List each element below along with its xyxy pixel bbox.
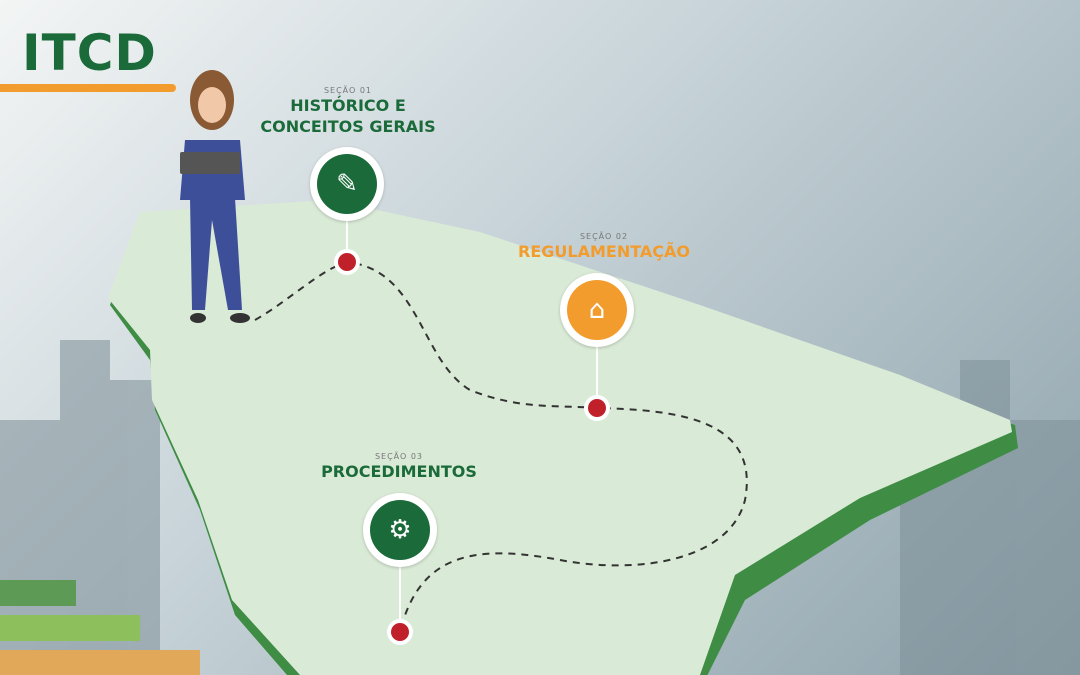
map-marker[interactable] (584, 395, 610, 421)
section-03-button[interactable]: ⚙ (363, 493, 437, 567)
field-strip (0, 650, 200, 675)
section-title: CONCEITOS GERAIS (260, 117, 436, 136)
section-02-button[interactable]: ⌂ (560, 273, 634, 347)
woman-character (180, 70, 250, 323)
gear-cycle-icon: ⚙ (370, 500, 430, 560)
section-02-heading: SEÇÃO 02 REGULAMENTAÇÃO (518, 232, 690, 262)
section-title: HISTÓRICO E (290, 96, 406, 115)
section-number: SEÇÃO 03 (374, 452, 424, 461)
ceara-state-map (108, 200, 1012, 675)
book-quill-icon: ✎ (317, 154, 377, 214)
section-01-button[interactable]: ✎ (310, 147, 384, 221)
connector-line (399, 565, 401, 632)
connector-line (346, 220, 348, 262)
section-number: SEÇÃO 02 (579, 232, 629, 241)
map-marker[interactable] (387, 619, 413, 645)
logo-underline (0, 84, 176, 92)
itcd-logo: ITCD (22, 24, 157, 82)
document-house-icon: ⌂ (567, 280, 627, 340)
section-03-heading: SEÇÃO 03 PROCEDIMENTOS (321, 452, 477, 482)
section-title: REGULAMENTAÇÃO (518, 242, 690, 261)
map-marker[interactable] (334, 249, 360, 275)
connector-line (596, 345, 598, 408)
section-01-heading: SEÇÃO 01 HISTÓRICO E CONCEITOS GERAIS (260, 86, 435, 137)
field-strip (0, 580, 76, 606)
journey-path (254, 260, 748, 633)
field-strip (0, 615, 140, 641)
section-title: PROCEDIMENTOS (321, 462, 477, 481)
section-number: SEÇÃO 01 (323, 86, 373, 95)
